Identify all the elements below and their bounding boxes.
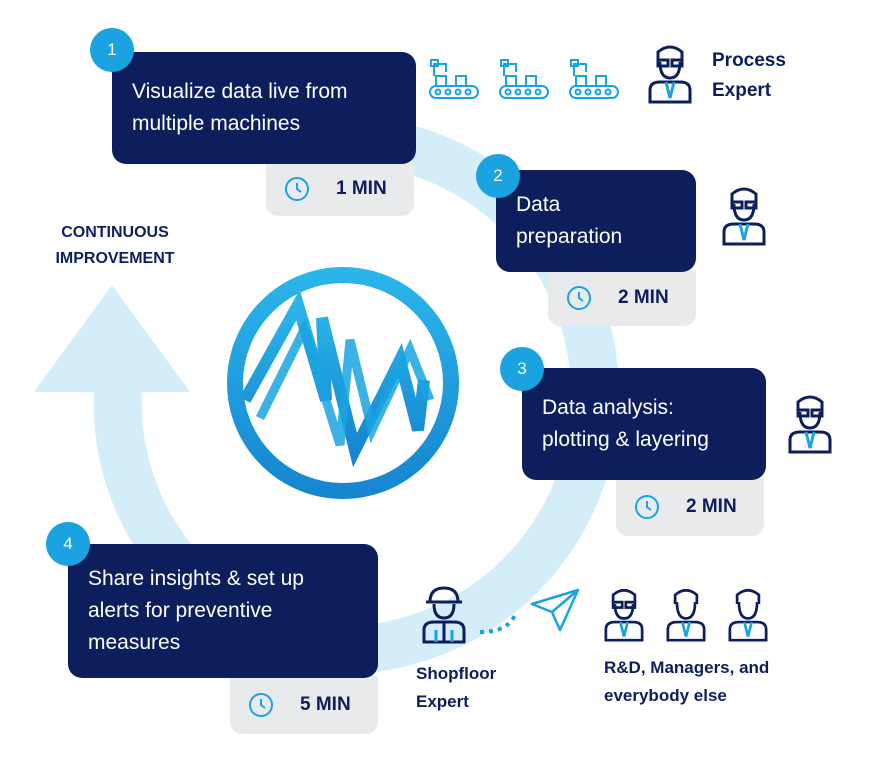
cycle-label-line1: CONTINUOUS	[61, 224, 169, 241]
step-2-title-line1: Data	[516, 193, 561, 216]
step-4-title-line2: alerts for preventive	[88, 599, 273, 622]
step-4-badge: 4	[46, 522, 90, 566]
expert-person-icon	[604, 588, 644, 642]
cycle-arrow-head	[34, 285, 190, 392]
step-3-time-text: 2 MIN	[686, 496, 737, 517]
logo-icon	[227, 267, 459, 499]
step-3-title-line1: Data analysis:	[542, 396, 674, 419]
process-expert-line1: Process	[712, 50, 786, 71]
clock-icon	[635, 495, 659, 519]
step-4-time-text: 5 MIN	[300, 694, 351, 715]
conveyor-robot-icon	[499, 59, 549, 99]
step-4-card: Share insights & set up alerts for preve…	[68, 544, 378, 678]
conveyor-robot-icon	[569, 59, 619, 99]
step-1-time: 1 MIN	[266, 162, 414, 216]
process-expert-line2: Expert	[712, 80, 772, 101]
step-4-title-line3: measures	[88, 631, 181, 654]
step-1-title-line1: Visualize data live from	[132, 80, 348, 103]
step-2-badge: 2	[476, 154, 520, 198]
step-3-badge: 3	[500, 347, 544, 391]
step-1-badge: 1	[90, 28, 134, 72]
expert-person-icon	[648, 45, 692, 104]
step-2-time: 2 MIN	[548, 270, 696, 326]
cycle-label: CONTINUOUS IMPROVEMENT	[40, 220, 190, 272]
step-4-title-line1: Share insights & set up	[88, 567, 304, 590]
clock-icon	[567, 286, 591, 310]
step-1-title-line2: multiple machines	[132, 112, 301, 135]
clock-icon	[249, 693, 273, 717]
cycle-label-line2: IMPROVEMENT	[55, 250, 175, 267]
person-icon	[666, 588, 706, 642]
conveyor-robot-icon	[429, 59, 479, 99]
audience-line1: R&D, Managers, and	[604, 658, 770, 677]
expert-person-icon	[722, 187, 766, 246]
person-icon	[728, 588, 768, 642]
step-3-time: 2 MIN	[616, 478, 764, 536]
step-3-card: Data analysis: plotting & layering	[522, 368, 766, 480]
step-1-card: Visualize data live from multiple machin…	[112, 52, 416, 164]
step-4-time: 5 MIN	[230, 676, 378, 734]
step-2-time-text: 2 MIN	[618, 287, 669, 308]
step-2-card: Data preparation	[496, 170, 696, 272]
step-3-title-line2: plotting & layering	[542, 428, 709, 451]
paper-plane-icon	[530, 588, 580, 632]
expert-person-icon	[788, 395, 832, 454]
shopfloor-expert-line2: Expert	[416, 692, 469, 711]
step-1-time-text: 1 MIN	[336, 178, 387, 199]
clock-icon	[285, 177, 309, 201]
worker-helmet-icon	[422, 586, 466, 644]
shopfloor-expert-line1: Shopfloor	[416, 664, 497, 683]
audience-line2: everybody else	[604, 686, 727, 705]
shopfloor-expert-label: Shopfloor Expert	[416, 660, 496, 716]
process-expert-label: Process Expert	[712, 46, 786, 106]
audience-label: R&D, Managers, and everybody else	[604, 654, 769, 710]
step-2-title-line2: preparation	[516, 225, 623, 248]
